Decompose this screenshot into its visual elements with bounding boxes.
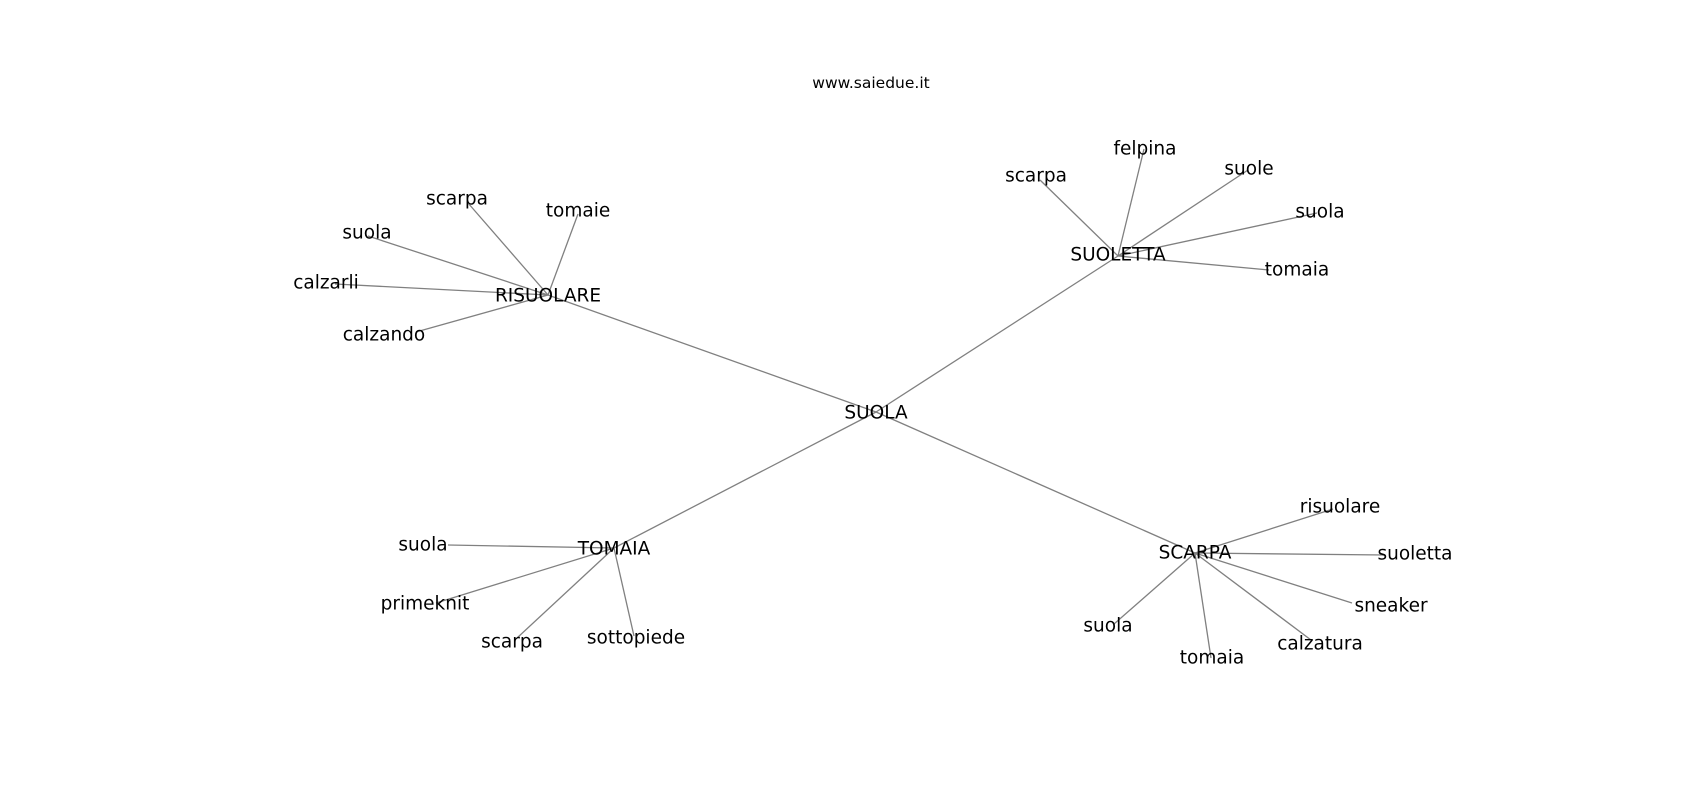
node-leaf-tomaia-suola: suola: [398, 535, 447, 556]
edge-root-suoletta: [875, 255, 1119, 413]
node-leaf-scarpa-calzatura: calzatura: [1277, 634, 1363, 655]
node-leaf-suoletta-scarpa: scarpa: [1005, 166, 1067, 187]
edge-scarpa-calzatura: [1194, 552, 1312, 641]
node-leaf-suoletta-tomaia: tomaia: [1265, 260, 1329, 281]
node-leaf-scarpa-risuolare: risuolare: [1300, 497, 1381, 518]
edge-risuolare-calzarli: [334, 283, 549, 296]
edge-suoletta-suola: [1117, 212, 1318, 257]
node-leaf-risuolare-tomaie: tomaie: [546, 201, 610, 222]
node-leaf-scarpa-tomaia: tomaia: [1180, 648, 1244, 669]
edge-scarpa-risuolare: [1194, 508, 1334, 554]
node-leaf-suoletta-suola: suola: [1295, 202, 1344, 223]
node-root-suola: SUOLA: [844, 403, 908, 424]
node-leaf-risuolare-calzarli: calzarli: [293, 273, 359, 294]
node-leaf-tomaia-scarpa: scarpa: [481, 632, 543, 653]
node-leaf-tomaia-primeknit: primeknit: [381, 594, 470, 615]
edge-scarpa-sneaker: [1194, 552, 1353, 604]
node-hub-risuolare: RISUOLARE: [495, 286, 601, 307]
edge-tomaia-primeknit: [435, 547, 615, 604]
edge-tomaia-scarpa: [516, 547, 615, 639]
edge-scarpa-suoletta: [1194, 552, 1386, 556]
node-leaf-risuolare-suola: suola: [342, 223, 391, 244]
node-leaf-suoletta-felpina: felpina: [1114, 139, 1177, 160]
edge-risuolare-suola: [367, 235, 549, 296]
edge-risuolare-calzando: [415, 294, 549, 333]
node-leaf-risuolare-calzando: calzando: [343, 325, 425, 346]
edge-root-risuolare: [547, 294, 877, 413]
node-leaf-scarpa-suoletta: suoletta: [1377, 544, 1452, 565]
node-labels: SUOLA RISUOLARE scarpa tomaie suola calzarli c…: [293, 139, 1452, 669]
node-leaf-suoletta-suole: suole: [1224, 159, 1273, 180]
node-leaf-tomaia-sottopiede: sottopiede: [587, 628, 685, 649]
edge-suoletta-suole: [1117, 169, 1249, 257]
edge-tomaia-sottopiede: [613, 547, 635, 637]
edge-scarpa-suola: [1113, 552, 1196, 625]
edge-suoletta-felpina: [1117, 148, 1145, 257]
node-leaf-scarpa-sneaker: sneaker: [1354, 596, 1428, 617]
edge-tomaia-suola: [447, 544, 615, 549]
edge-suoletta-tomaia: [1117, 255, 1270, 271]
node-hub-tomaia: TOMAIA: [577, 539, 651, 560]
edge-risuolare-scarpa: [467, 202, 549, 296]
edge-root-tomaia: [613, 411, 877, 549]
edge-root-scarpa: [875, 411, 1196, 554]
node-hub-suoletta: SUOLETTA: [1070, 245, 1166, 266]
source-watermark: www.saiedue.it: [812, 74, 929, 92]
node-hub-scarpa: SCARPA: [1159, 543, 1232, 564]
node-leaf-risuolare-scarpa: scarpa: [426, 189, 488, 210]
edges: [334, 148, 1386, 659]
edge-risuolare-tomaie: [547, 213, 579, 296]
edge-suoletta-scarpa: [1039, 179, 1119, 257]
edge-scarpa-tomaia: [1194, 552, 1212, 659]
node-leaf-scarpa-suola: suola: [1083, 616, 1132, 637]
